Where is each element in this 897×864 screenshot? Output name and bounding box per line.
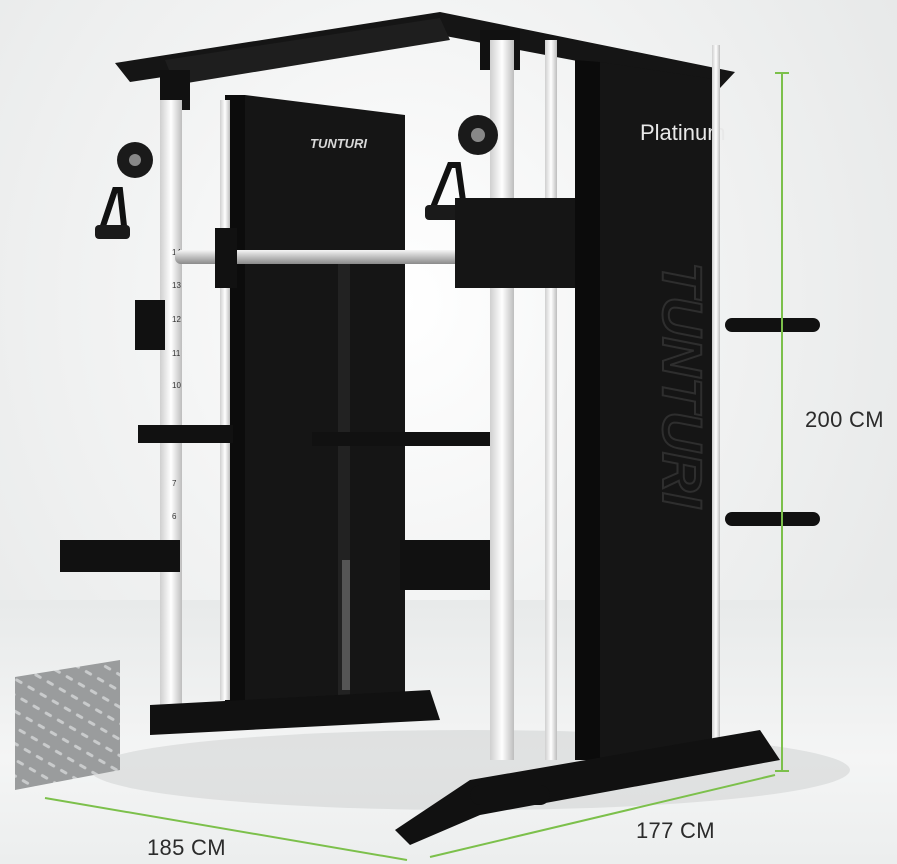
left-front-upright [160,100,182,720]
svg-text:10: 10 [172,381,181,390]
width-dimension-line [44,797,408,861]
height-dimension-label: 200 CM [805,407,884,432]
dimension-lines [44,72,789,861]
side-logo: TUNTURI [651,262,714,509]
model-label: Platinum [640,120,726,145]
left-lower-arm [60,540,180,572]
right-front-upright [490,40,514,760]
plate-horn-upper [725,318,820,332]
left-base [150,690,440,735]
front-base [395,730,780,845]
depth-dimension-line [429,774,776,858]
right-side-panel [600,62,720,770]
depth-dimension-label: 177 CM [636,818,715,843]
svg-text:11: 11 [172,349,181,358]
width-dimension-label: 185 CM [147,835,226,860]
left-weight-panel [245,95,405,705]
svg-text:6: 6 [172,512,177,521]
plate-storage [455,198,575,288]
center-spotter-arm [312,432,512,446]
diamond-plate-footplate [15,660,120,790]
plate-horn-lower [725,512,820,526]
brand-logo: TUNTURI [310,136,367,151]
left-safety-arm [138,425,233,443]
svg-text:12: 12 [172,315,181,324]
svg-text:13: 13 [172,281,181,290]
svg-text:7: 7 [172,479,177,488]
